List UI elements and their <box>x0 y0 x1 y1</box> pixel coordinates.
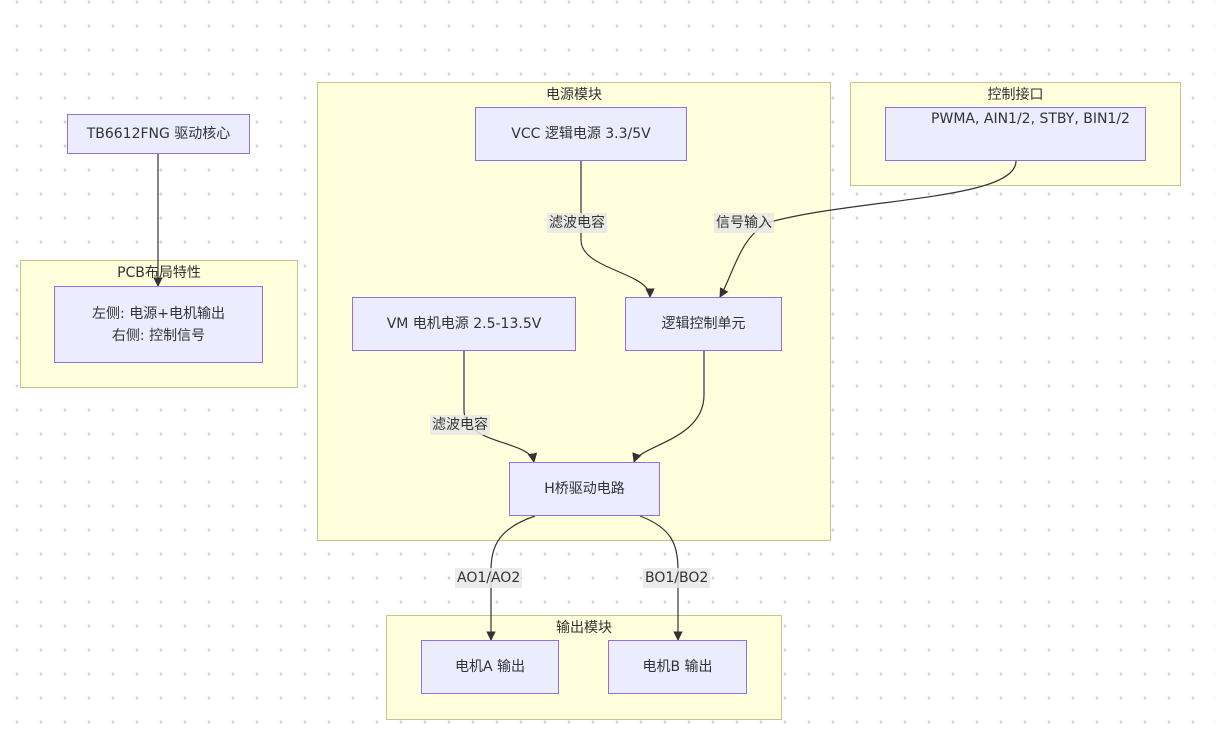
node-motor-a-output-label: 电机A 输出 <box>454 659 526 675</box>
edge-label-vcc-logic: 滤波电容 <box>547 213 607 233</box>
node-pcb-layout-info-line2: 右侧: 控制信号 <box>111 327 206 344</box>
node-vm-motor-power-label: VM 电机电源 2.5-13.5V <box>386 316 542 332</box>
node-logic-control-unit-label: 逻辑控制单元 <box>661 316 746 332</box>
node-control-signals[interactable]: PWMA, AIN1/2, STBY, BIN1/2 <box>885 107 1146 161</box>
edge-control-to-logic <box>719 160 1017 298</box>
node-pcb-layout-info[interactable]: 左侧: 电源+电机输出 右侧: 控制信号 <box>54 286 263 363</box>
cluster-title-control-interface: 控制接口 <box>987 87 1044 103</box>
node-driver-core[interactable]: TB6612FNG 驱动核心 <box>67 114 250 154</box>
edge-vm-to-hbridge <box>463 351 538 463</box>
edge-logic-to-hbridge <box>632 351 705 463</box>
cluster-title-output-module: 输出模块 <box>556 620 612 636</box>
node-h-bridge-driver-label: H桥驱动电路 <box>544 481 625 497</box>
edge-label-hbridge-b: BO1/BO2 <box>643 568 711 588</box>
node-motor-b-output[interactable]: 电机B 输出 <box>608 640 747 694</box>
node-h-bridge-driver[interactable]: H桥驱动电路 <box>509 462 660 516</box>
node-logic-control-unit[interactable]: 逻辑控制单元 <box>625 297 782 351</box>
node-motor-b-output-label: 电机B 输出 <box>642 659 713 675</box>
node-pcb-layout-info-line1: 左侧: 电源+电机输出 <box>92 305 225 322</box>
cluster-title-power-module: 电源模块 <box>546 87 602 103</box>
node-vcc-logic-power[interactable]: VCC 逻辑电源 3.3/5V <box>475 107 687 161</box>
edge-label-control-logic: 信号输入 <box>714 213 774 233</box>
edge-label-vm-hbridge: 滤波电容 <box>430 415 490 435</box>
node-control-signals-label: PWMA, AIN1/2, STBY, BIN1/2 <box>931 111 1130 127</box>
node-vm-motor-power[interactable]: VM 电机电源 2.5-13.5V <box>352 297 576 351</box>
edge-label-hbridge-a: AO1/AO2 <box>455 568 523 588</box>
cluster-title-pcb-layout: PCB布局特性 <box>117 265 201 281</box>
node-motor-a-output[interactable]: 电机A 输出 <box>421 640 559 694</box>
node-driver-core-label: TB6612FNG 驱动核心 <box>86 126 231 142</box>
edge-vcc-to-logic <box>580 161 655 298</box>
node-vcc-logic-power-label: VCC 逻辑电源 3.3/5V <box>511 126 651 142</box>
